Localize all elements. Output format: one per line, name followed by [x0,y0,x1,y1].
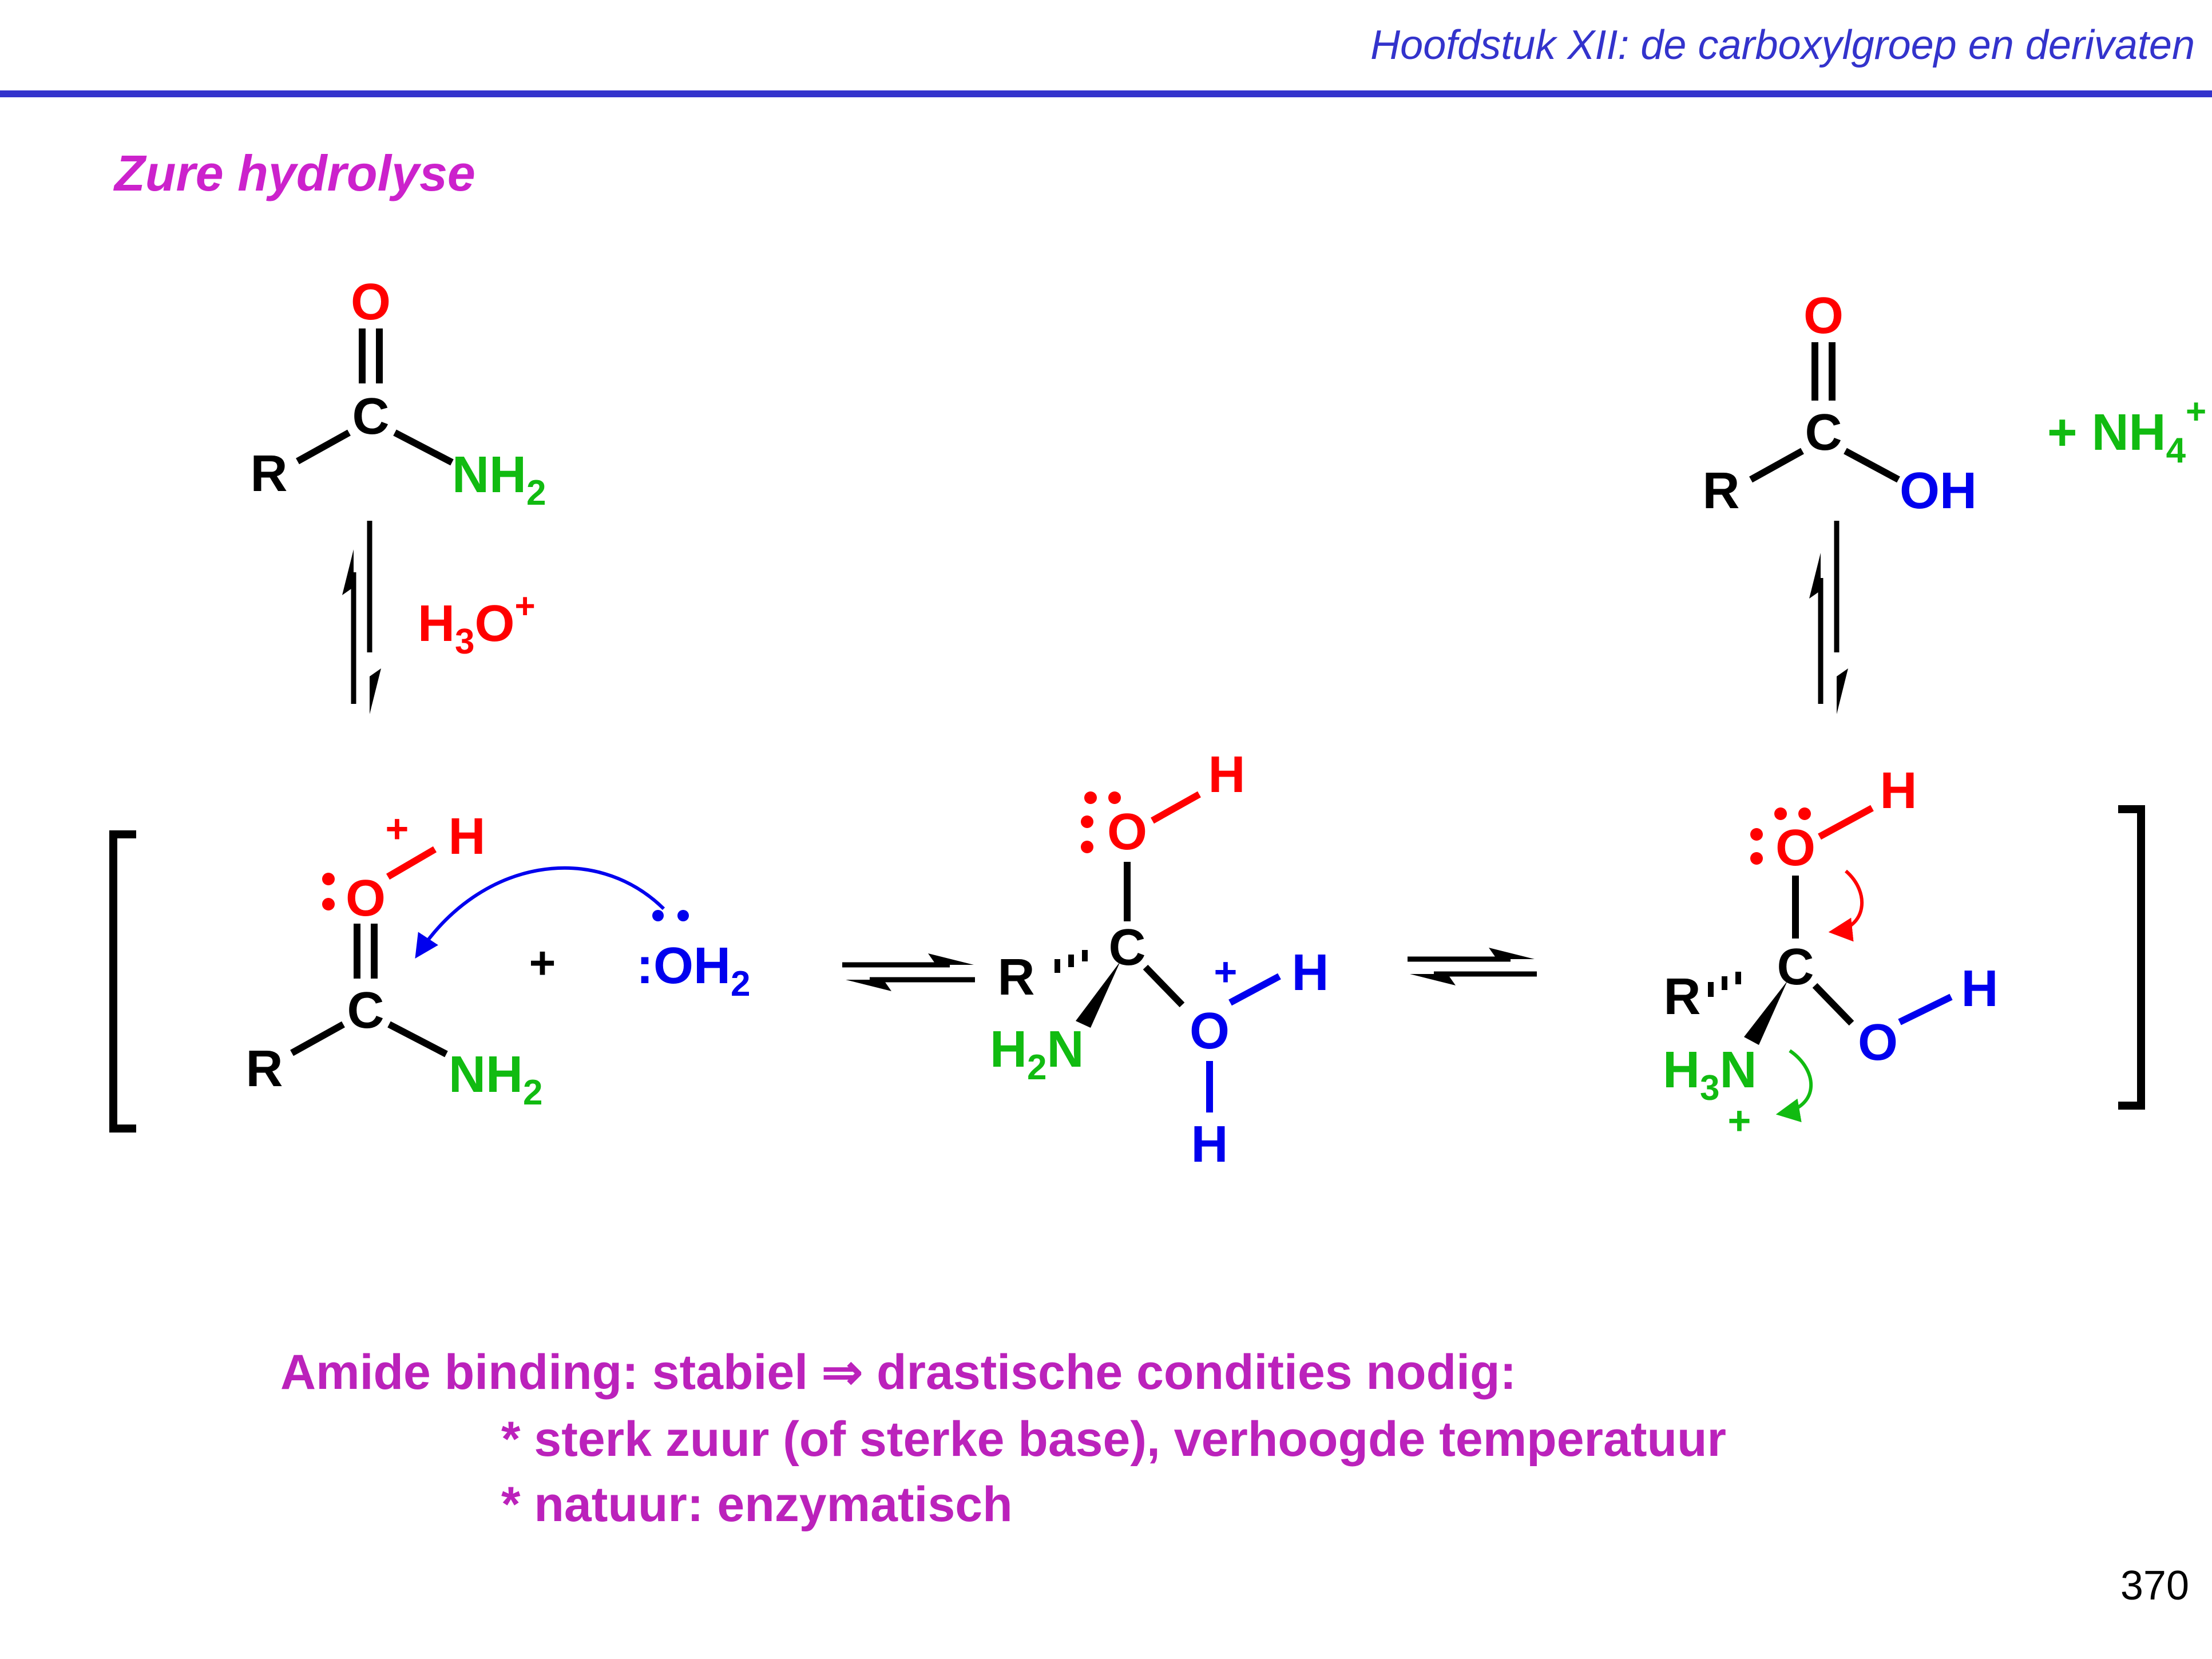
hydronium-reagent: H3O+ [418,587,536,662]
int1-hydroxyl-oxygen: O [1107,803,1147,861]
int2-hydroxyl-hydrogen: H [1880,762,1917,819]
int1-h2n: H2N [990,1021,1084,1087]
left-bracket [109,830,136,1133]
protonated-oxygen: O [346,870,386,927]
header-divider [0,90,2212,97]
equilibrium-arrow-right [1809,521,1848,714]
equilibrium-arrow-horizontal-1 [842,953,975,991]
amide-r-group: R [251,445,288,502]
protonated-carbon: C [347,982,384,1039]
water-nucleophile: :OH2 [636,910,750,1004]
int1-oxonium-oxygen: O [1190,1003,1230,1060]
equilibrium-arrow-horizontal-2 [1408,948,1537,985]
amide-oxygen: O [351,274,391,331]
protonated-r-group: R [246,1040,283,1098]
oxonium-hydrogen: H [449,808,486,865]
proton-transfer-arrow-red [1828,869,1864,942]
acid-carbon: C [1805,404,1842,461]
leaving-group-arrow-green [1775,1049,1813,1122]
chapter-header: Hoofdstuk XII: de carboxylgroep en deriv… [1370,22,2195,68]
acid-r-group: R [1703,462,1740,520]
plus-sign: + [529,937,556,988]
equilibrium-arrow-left [342,521,381,714]
ammonium-charge: + [1728,1098,1751,1143]
int2-hydroxyl2-oxygen: O [1858,1014,1898,1071]
note-line-1: Amide binding: stabiel ⇒ drastische cond… [280,1345,1517,1400]
int1-oxonium-hydrogen-b: H [1191,1116,1228,1173]
int2-carbon: C [1777,939,1814,996]
acid-carbonyl-oxygen: O [1803,287,1844,345]
nucleophilic-attack-arrow [415,866,665,959]
int1-hydroxyl-hydrogen: H [1208,746,1246,803]
oxonium-charge: + [386,806,409,851]
int1-r-group: R [998,949,1035,1006]
int1-carbon: C [1109,919,1146,976]
slide-title: Zure hydrolyse [114,145,475,201]
tetrahedral-intermediate-1: O H C R H2N O + H H [990,746,1329,1173]
int1-oxonium-charge: + [1214,949,1238,994]
protonated-nh2: NH2 [449,1046,542,1112]
protonated-amide: O + H C R NH2 [246,806,543,1112]
int2-r-group: R [1664,968,1701,1026]
int2-hydroxyl2-hydrogen: H [1961,960,1999,1017]
ammonium-product: + NH4+ [2047,392,2206,470]
tetrahedral-intermediate-2: O H C R H3N + O H [1663,762,1999,1143]
amide-molecule: O C R NH2 [251,274,546,513]
right-bracket [2118,805,2145,1110]
acid-hydroxyl: OH [1900,462,1977,520]
carboxylic-acid-molecule: O C R OH [1703,287,1977,520]
int2-h3n: H3N [1663,1042,1757,1108]
note-line-2: * sterk zuur (of sterke base), verhoogde… [501,1412,1727,1467]
water-oh2: :OH2 [636,937,750,1004]
amide-nh2: NH2 [452,446,546,513]
int2-hydroxyl-oxygen: O [1775,819,1815,877]
note-line-3: * natuur: enzymatisch [501,1477,1013,1532]
int1-oxonium-hydrogen-a: H [1292,944,1329,1001]
amide-carbon: C [352,388,390,445]
page-number: 370 [2120,1563,2189,1609]
